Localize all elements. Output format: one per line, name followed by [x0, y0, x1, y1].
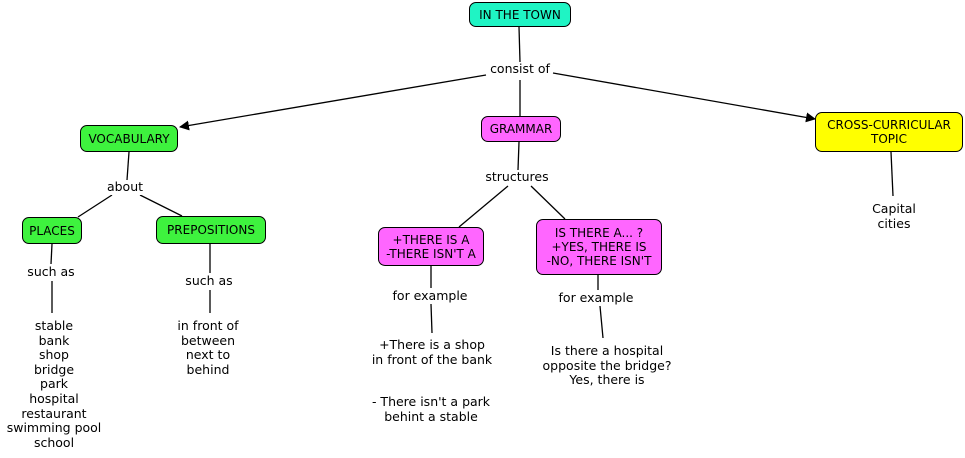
node-vocabulary[interactable]: VOCABULARY [80, 125, 178, 152]
edge-about-places [77, 194, 113, 218]
leaf-capital-cities: Capital cities [858, 201, 930, 232]
node-there-is[interactable]: +THERE IS A -THERE ISN'T A [378, 227, 484, 266]
edge-vocabulary-about [126, 151, 130, 181]
node-cross-curricular-topic[interactable]: CROSS-CURRICULAR TOPIC [815, 112, 963, 152]
edge-structures-isthere [530, 185, 566, 220]
edge-places-suchas [50, 243, 53, 265]
edge-topic-capital [890, 151, 894, 197]
node-prepositions[interactable]: PREPOSITIONS [156, 216, 266, 244]
node-vocabulary-label: VOCABULARY [88, 131, 170, 146]
edge-consist-vocabulary [179, 74, 487, 131]
link-for-example-is-there: for example [556, 290, 636, 306]
edge-forexample-question [599, 305, 604, 339]
node-in-the-town[interactable]: IN THE TOWN [469, 2, 571, 27]
node-grammar-label: GRAMMAR [489, 122, 553, 136]
edge-about-prepositions [139, 194, 183, 217]
node-in-the-town-label: IN THE TOWN [479, 7, 561, 22]
node-places-label: PLACES [29, 223, 75, 238]
link-such-as-places: such as [25, 264, 77, 280]
link-structures: structures [483, 169, 551, 185]
leaf-example-question: Is there a hospital opposite the bridge?… [540, 343, 674, 388]
link-such-as-prepositions: such as [183, 273, 235, 289]
edge-consist-topic [552, 72, 816, 123]
leaf-example-positive: +There is a shop in front of the bank [369, 337, 495, 368]
link-consist-of: consist of [488, 61, 552, 77]
node-prepositions-label: PREPOSITIONS [167, 223, 255, 237]
node-places[interactable]: PLACES [22, 217, 82, 244]
node-is-there-label: IS THERE A... ? +YES, THERE IS -NO, THER… [546, 226, 652, 268]
leaf-prepositions-list: in front of between next to behind [175, 318, 241, 378]
link-for-example-there-is: for example [390, 288, 470, 304]
link-about: about [104, 179, 146, 195]
edge-root-consist [518, 26, 521, 63]
node-there-is-label: +THERE IS A -THERE ISN'T A [386, 232, 476, 261]
edge-grammar-structures [517, 141, 520, 171]
leaf-places-list: stable bank shop bridge park hospital re… [4, 318, 104, 451]
leaf-example-negative: - There isn't a park behint a stable [369, 394, 493, 425]
edge-structures-thereis [458, 185, 509, 228]
edge-forexample-examples [430, 303, 433, 334]
node-grammar[interactable]: GRAMMAR [481, 116, 561, 142]
node-cross-curricular-topic-label: CROSS-CURRICULAR TOPIC [827, 118, 951, 146]
node-is-there[interactable]: IS THERE A... ? +YES, THERE IS -NO, THER… [536, 219, 662, 275]
